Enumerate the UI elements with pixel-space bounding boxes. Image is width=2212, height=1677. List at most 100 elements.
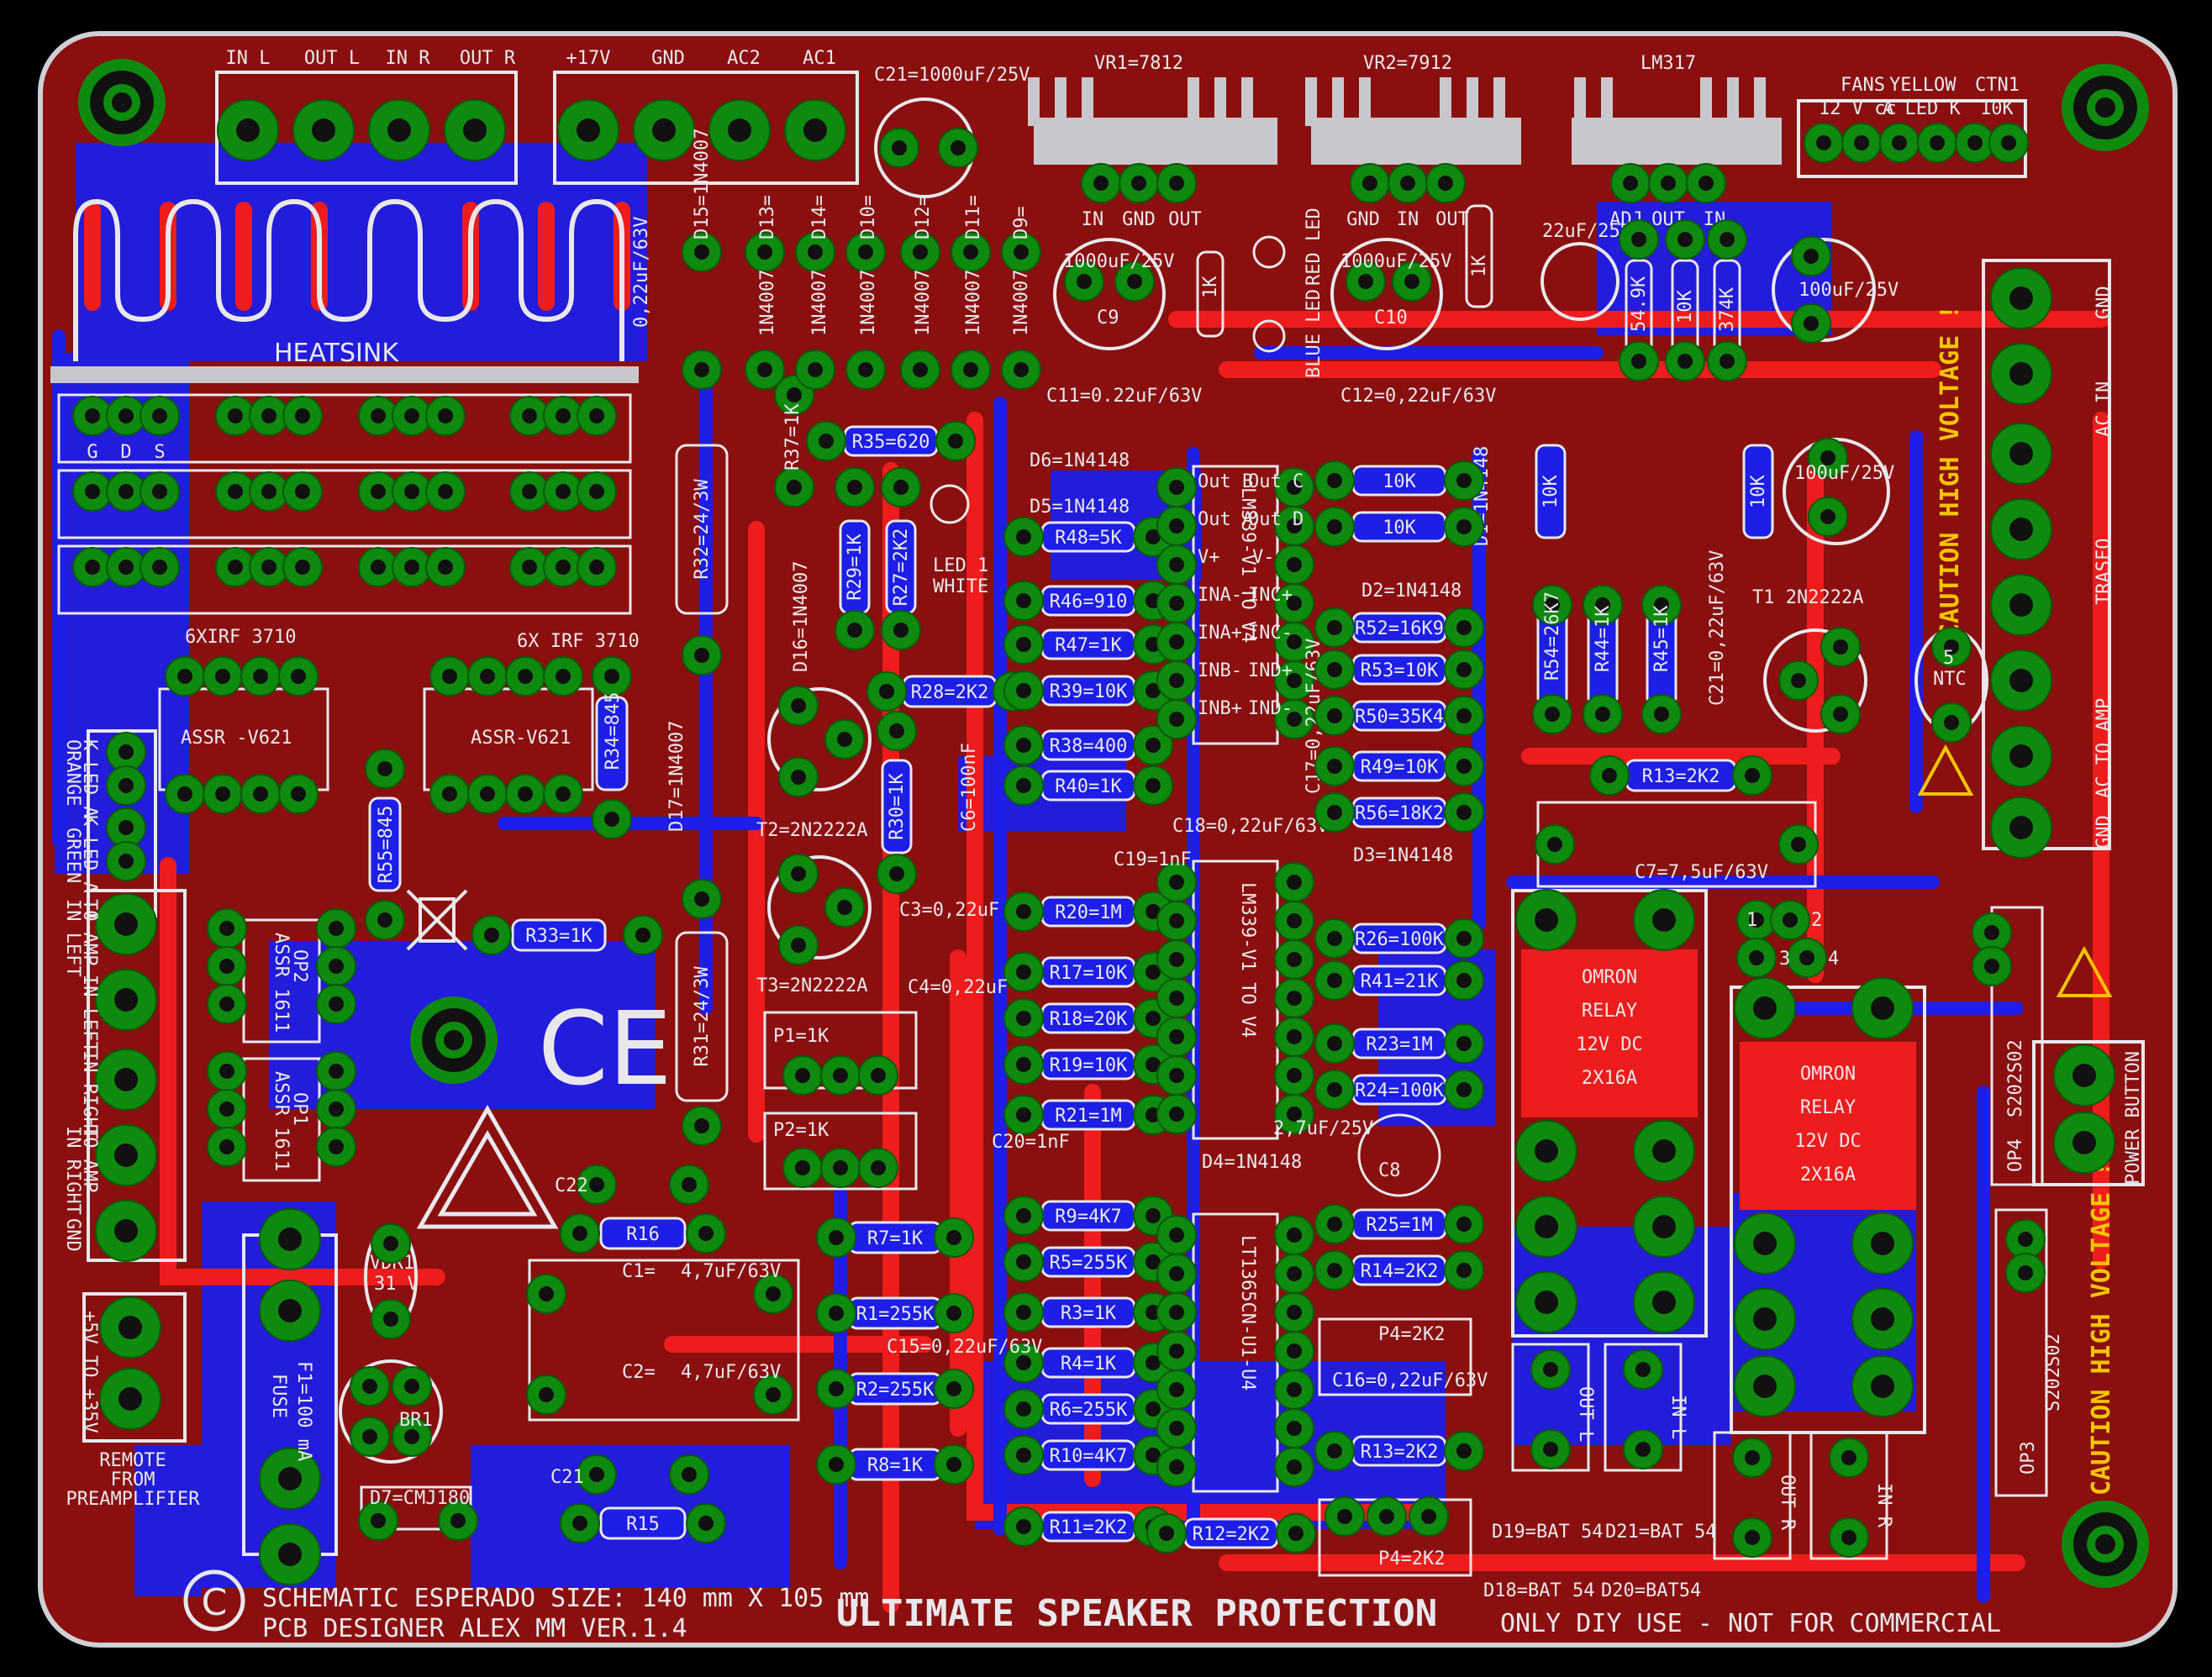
ic-pin-inb-minus: INB- (1198, 660, 1242, 681)
relay-left: OMRON RELAY 12V DC 2X16A (1511, 889, 1708, 1338)
resistor-right-11-label: R25=1M (1366, 1215, 1432, 1236)
resistor-right-8-label: R41=21K (1361, 971, 1439, 992)
k-led-a-label-2: K LED A (79, 815, 100, 893)
c8-label: C8 (1378, 1160, 1401, 1181)
transistor-t3: T3=2N2222A (756, 854, 872, 996)
c21-bottom-label: C21 (550, 1467, 584, 1488)
fans-12v-label: 12 V cc (1819, 98, 1897, 119)
resistor-mid-7: R20=1M (1003, 891, 1173, 932)
d18-label: D18=BAT 54 (1483, 1580, 1594, 1601)
resistor-right-13-label: R13=2K2 (1361, 1442, 1439, 1463)
s202-top-label: S202S02 (2005, 1039, 2026, 1117)
term-4: 4 (1828, 949, 1839, 970)
r28-label: R28=2K2 (911, 682, 989, 703)
resistor-mid-4-label: R39=10K (1050, 681, 1128, 702)
relay-right-voltage: 12V DC (1794, 1131, 1861, 1152)
c21-mid-label: C21=0,22uF/63V (1707, 550, 1728, 706)
bridge-rectifier: BR1 (339, 1359, 443, 1464)
green-label: GREEN (62, 828, 83, 883)
cap-100uf-mid: 100uF/25V (1783, 438, 1894, 545)
trimmer-p1: P1=1K (763, 1011, 918, 1096)
ssr-left-label: ASSR -V621 (181, 728, 292, 749)
ic-pin-ind-plus: IND+ (1248, 660, 1293, 681)
resistor-mid-10: R19=10K (1003, 1044, 1173, 1085)
r2: R2=255K (816, 1369, 974, 1409)
in-right-label-2: IN RIGHT (62, 1126, 83, 1215)
resistor-right-7: R26=100K (1314, 918, 1484, 959)
caution-label-top: CAUTION HIGH VOLTAGE ! (1936, 305, 1965, 639)
relay-right-rating: 2X16A (1800, 1164, 1856, 1185)
ic-pin-outa: Out A (1198, 509, 1253, 530)
d14-value: 1N4007 (809, 270, 830, 336)
resistor-mid-11: R21=1M (1003, 1095, 1173, 1135)
opto-op2: ASSR 1611 OP2 (207, 908, 356, 1044)
resistor-mid-1-label: R48=5K (1055, 528, 1122, 549)
c1-label: C1= (622, 1261, 656, 1282)
r2-label: R2=255K (856, 1380, 935, 1401)
c1-value: 4,7uF/63V (681, 1261, 781, 1282)
c19-label: C19=1nF (1114, 849, 1192, 870)
audio-out-r-label: OUT R (460, 48, 516, 69)
resistor-right-5: R49=10K (1314, 746, 1484, 786)
r31: R31=24/3W (675, 879, 729, 1146)
d10-value: 1N4007 (858, 270, 879, 336)
r7-label: R7=1K (867, 1228, 924, 1249)
resistor-right-1-label: 10K (1382, 518, 1416, 539)
c15-label: C15=0,22uF/63V (887, 1337, 1042, 1358)
r-10k-lm317-label: 10K (1675, 290, 1696, 323)
resistor-mid-4: R39=10K (1003, 670, 1173, 711)
blue-led-label: BLUE LED (1304, 289, 1325, 378)
remote-connector: +5V TO +35V REMOTE FROM PREAMPLIFIER (66, 1292, 200, 1510)
term-1: 1 (1746, 910, 1757, 931)
trimmer-p2: P2=1K (763, 1112, 918, 1191)
regulators: VR1=7812 VR2=7912 LM317 IN GND OUT GND I… (1028, 53, 1782, 230)
lm317-label: LM317 (1641, 53, 1696, 74)
p4-top-label: P4=2K2 (1378, 1324, 1445, 1345)
d3-label: D3=1N4148 (1353, 845, 1453, 866)
r44-label: R44=1K (1593, 605, 1614, 672)
cap-22uf: 22uF/25V (1540, 221, 1631, 321)
from-label: FROM (111, 1469, 155, 1490)
r16-label: R16 (626, 1224, 660, 1245)
r-1k-led2-label: 1K (1469, 255, 1490, 277)
cap-100uf-top-label: 100uF/25V (1799, 280, 1899, 301)
fuse-value-label: F1=100 mA (293, 1361, 314, 1461)
audio-in-r-label: IN R (386, 48, 431, 69)
warning-triangle-icon-2 (2056, 945, 2113, 997)
resistor-mid-13: R5=255K (1003, 1242, 1173, 1282)
ic-pin-ina-minus: INA- (1198, 585, 1242, 606)
r33: R33=1K (471, 915, 663, 955)
vr2-pin-gnd: GND (1346, 209, 1380, 230)
cap-22uf-label: 22uF/25V (1542, 221, 1631, 242)
resistor-mid-16: R6=255K (1003, 1389, 1173, 1429)
op4-label: OP4 (2005, 1138, 2026, 1172)
vr2-pin-in: IN (1397, 209, 1419, 230)
r30: R30=1K (877, 711, 917, 894)
ic-pin-inc-minus: INC- (1248, 623, 1293, 644)
c9-value: 1000uF/25V (1063, 251, 1174, 272)
c22-label: C22 (555, 1175, 588, 1196)
c12-label: C12=0,22uF/63V (1340, 386, 1496, 407)
vr1-pin-out: OUT (1168, 209, 1202, 230)
in-left-label-2: IN LEFT (79, 975, 100, 1053)
ic-pin-ind-minus: IND- (1248, 698, 1293, 719)
p4-bottom-label: P4=2K2 (1378, 1548, 1445, 1569)
cap-022-label: 0,22uF/63V (631, 217, 652, 328)
term-gnd-top: GND (2094, 286, 2115, 319)
left-connectors: ORANGE K LED A GREEN K LED A IN LEFT TO … (62, 729, 187, 1262)
led1-label: LED 1 (933, 555, 988, 576)
resistor-mid-19-label: R12=2K2 (1193, 1524, 1271, 1545)
mosfet-array: G D S 6XIRF 3710 6X IRF 3710 (57, 393, 640, 652)
resistor-right-6-label: R56=18K2 (1355, 803, 1444, 824)
relay-output-terminals: OUT L IN L OUT R IN R (1511, 1343, 1894, 1560)
c3-label: C3=0,22uF (899, 900, 999, 921)
t3-label: T3=2N2222A (756, 975, 867, 996)
term-ac-to-amp: AC TO AMP (2094, 698, 2115, 798)
credits-line-2: PCB DESIGNER ALEX MM VER.1.4 (262, 1614, 687, 1643)
r28: R28=2K2 (866, 671, 1033, 712)
to-amp-label-1: TO AMP (79, 899, 100, 965)
ssr-right-label: ASSR-V621 (471, 728, 571, 749)
ic-u3: LT1365CN-U1-U4 (1192, 1212, 1279, 1493)
board-title: ULTIMATE SPEAKER PROTECTION (836, 1592, 1437, 1635)
